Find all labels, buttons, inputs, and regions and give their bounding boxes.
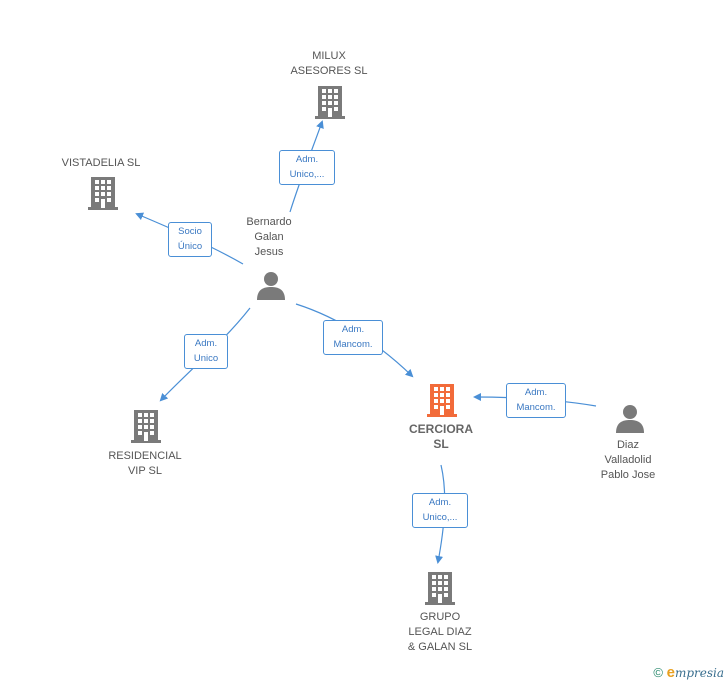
node-label-vistadelia[interactable]: VISTADELIA SL xyxy=(61,157,141,169)
copyright-symbol: © xyxy=(653,665,663,680)
edge-label-bernardo-vistadelia: Socio Único xyxy=(168,222,212,257)
edge-label-bernardo-residencial: Adm. Unico xyxy=(184,334,228,369)
building-icon xyxy=(427,384,457,417)
brand-e: e xyxy=(666,664,675,681)
building-icon xyxy=(131,410,161,443)
person-icon xyxy=(616,405,644,433)
building-icon xyxy=(88,177,118,210)
node-label-residencial[interactable]: RESIDENCIAL VIP SL xyxy=(108,450,182,477)
person-icon xyxy=(257,272,285,300)
node-label-grupo[interactable]: GRUPO LEGAL DIAZ & GALAN SL xyxy=(407,611,473,653)
node-label-diaz[interactable]: Diaz Valladolid Pablo Jose xyxy=(600,439,656,481)
building-icon xyxy=(315,86,345,119)
building-icon xyxy=(425,572,455,605)
node-label-cerciora[interactable]: CERCIORA SL xyxy=(408,422,473,451)
brand-name: mpresia xyxy=(674,666,724,680)
empresia-watermark: © empresia xyxy=(653,664,724,681)
edge-label-bernardo-cerciora: Adm. Mancom. xyxy=(323,320,383,355)
edge-label-cerciora-grupo: Adm. Unico,... xyxy=(412,493,468,528)
node-label-bernardo[interactable]: Bernardo Galan Jesus xyxy=(246,216,292,258)
node-label-milux[interactable]: MILUX ASESORES SL xyxy=(290,50,368,77)
edge-label-bernardo-milux: Adm. Unico,... xyxy=(279,150,335,185)
edge-label-diaz-cerciora: Adm. Mancom. xyxy=(506,383,566,418)
